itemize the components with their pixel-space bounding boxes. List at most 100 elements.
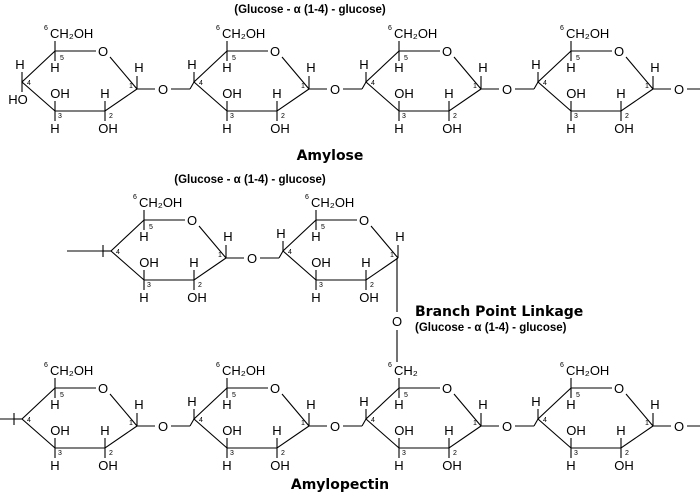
- c2-hydroxyl: OH: [98, 121, 118, 136]
- carbon-number-3: 3: [147, 282, 151, 289]
- c2-hydroxyl: OH: [614, 458, 634, 473]
- carbon-number-6: 6: [44, 25, 48, 32]
- glycosidic-bond: [533, 81, 539, 90]
- carbon-number-2: 2: [109, 113, 113, 120]
- ch2oh-group: CH₂OH: [50, 363, 93, 378]
- c3-hydrogen: H: [222, 121, 231, 136]
- c2-hydroxyl: OH: [614, 121, 634, 136]
- carbon-number-2: 2: [625, 113, 629, 120]
- c2-hydroxyl: OH: [98, 458, 118, 473]
- c5-hydrogen: H: [222, 60, 231, 75]
- c2-hydrogen: H: [616, 86, 625, 101]
- branch-point-title: Branch Point Linkage: [415, 304, 583, 320]
- carbon-number-4: 4: [199, 80, 203, 87]
- glycosidic-oxygen: O: [158, 419, 168, 434]
- carbon-number-3: 3: [574, 450, 578, 457]
- c2-hydroxyl: OH: [270, 458, 290, 473]
- c1-hydrogen: H: [134, 397, 143, 412]
- ch2oh-group: CH₂OH: [566, 363, 609, 378]
- glycosidic-oxygen: O: [330, 82, 340, 97]
- c3-hydroxyl: OH: [311, 255, 331, 270]
- c3-hydroxyl: OH: [566, 423, 586, 438]
- c1-hydrogen: H: [306, 397, 315, 412]
- c1-hydrogen: H: [395, 229, 404, 244]
- carbon-number-1: 1: [645, 420, 649, 427]
- c1-hydrogen: H: [478, 397, 487, 412]
- c3-hydrogen: H: [566, 121, 575, 136]
- carbon-number-5: 5: [576, 55, 580, 62]
- ch2oh-group: CH₂: [394, 363, 418, 378]
- ring-oxygen: O: [270, 381, 280, 396]
- c2-hydrogen: H: [616, 423, 625, 438]
- c2-hydrogen: H: [444, 423, 453, 438]
- glycosidic-oxygen: O: [502, 419, 512, 434]
- ring-bonds: [365, 50, 482, 112]
- ring-oxygen: O: [442, 381, 452, 396]
- carbon-number-5: 5: [404, 392, 408, 399]
- ring-bonds: [537, 50, 654, 112]
- carbon-number-1: 1: [473, 83, 477, 90]
- carbon-number-6: 6: [305, 194, 309, 201]
- c1-hydrogen: H: [134, 60, 143, 75]
- c3-hydroxyl: OH: [222, 86, 242, 101]
- ring-bonds: [193, 50, 310, 112]
- c2-hydroxyl: OH: [270, 121, 290, 136]
- ring-oxygen: O: [98, 381, 108, 396]
- c5-hydrogen: H: [139, 229, 148, 244]
- c5-hydrogen: H: [311, 229, 320, 244]
- c4-hydrogen: H: [276, 226, 285, 241]
- carbon-number-4: 4: [288, 249, 292, 256]
- ch2oh-group: CH₂OH: [139, 195, 182, 210]
- carbon-number-6: 6: [216, 362, 220, 369]
- glycosidic-bond: [189, 81, 195, 90]
- carbon-number-6: 6: [388, 25, 392, 32]
- glycosidic-oxygen: O: [158, 82, 168, 97]
- c1-hydrogen: H: [650, 60, 659, 75]
- carbon-number-5: 5: [60, 55, 64, 62]
- carbon-number-5: 5: [404, 55, 408, 62]
- c1-hydrogen: H: [650, 397, 659, 412]
- c5-hydrogen: H: [222, 397, 231, 412]
- c4-hydrogen: H: [15, 57, 24, 72]
- c3-hydroxyl: OH: [566, 86, 586, 101]
- ring-oxygen: O: [98, 44, 108, 59]
- carbon-number-6: 6: [216, 25, 220, 32]
- carbon-number-3: 3: [58, 450, 62, 457]
- carbon-number-3: 3: [402, 113, 406, 120]
- amylose-linkage-label: (Glucose - α (1-4) - glucose): [234, 4, 386, 16]
- c4-hydrogen: H: [187, 394, 196, 409]
- carbon-number-1: 1: [390, 252, 394, 259]
- c1-hydrogen: H: [223, 229, 232, 244]
- carbon-number-6: 6: [133, 194, 137, 201]
- c3-hydrogen: H: [139, 290, 148, 305]
- c5-hydrogen: H: [566, 397, 575, 412]
- o-c1-bond: [453, 393, 482, 427]
- c3-hydrogen: H: [222, 458, 231, 473]
- c3-hydrogen: H: [394, 121, 403, 136]
- carbon-number-3: 3: [230, 450, 234, 457]
- c2-hydrogen: H: [100, 423, 109, 438]
- o-c1-bond: [281, 56, 310, 90]
- c3-hydrogen: H: [50, 458, 59, 473]
- carbon-number-4: 4: [371, 80, 375, 87]
- carbon-number-6: 6: [44, 362, 48, 369]
- carbon-number-1: 1: [473, 420, 477, 427]
- c2-hydrogen: H: [361, 255, 370, 270]
- carbon-number-2: 2: [281, 450, 285, 457]
- ring-oxygen: O: [442, 44, 452, 59]
- carbon-number-3: 3: [58, 113, 62, 120]
- o-c1-bond: [109, 393, 138, 427]
- carbon-number-4: 4: [543, 417, 547, 424]
- ring-bonds: [365, 387, 482, 449]
- carbon-number-2: 2: [370, 282, 374, 289]
- terminal-oxygen: O: [674, 82, 684, 97]
